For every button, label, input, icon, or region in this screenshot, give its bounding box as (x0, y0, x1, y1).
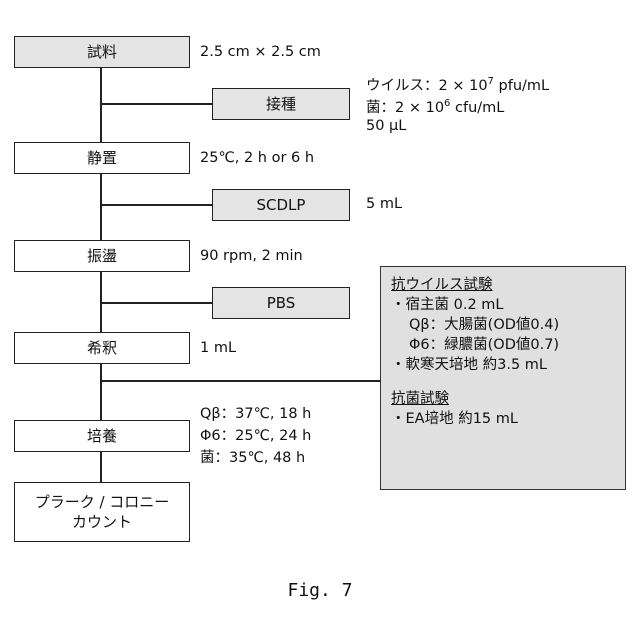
step-dilute-label: 希釈 (87, 338, 117, 358)
note-inoculum-volume: 50 μL (366, 116, 406, 136)
step-count-label-2: カウント (72, 512, 132, 532)
note-culture-phi6: Φ6：25℃, 24 h (200, 426, 311, 446)
note-shake-conditions: 90 rpm, 2 min (200, 246, 303, 266)
antiviral-item-phi6: Φ6：緑膿菌(OD値0.7) (391, 335, 615, 355)
step-shake-label: 振盪 (87, 246, 117, 266)
note-sample-size: 2.5 cm × 2.5 cm (200, 42, 321, 62)
step-count-box: プラーク / コロニー カウント (14, 482, 190, 542)
reagent-inoculate-box: 接種 (212, 88, 350, 120)
reagent-scdlp-box: SCDLP (212, 189, 350, 221)
step-count-label-1: プラーク / コロニー (35, 492, 170, 512)
antiviral-item-host: ・宿主菌 0.2 mL (391, 295, 615, 315)
antibacterial-test-title: 抗菌試験 (391, 389, 615, 409)
figure-caption: Fig. 7 (0, 580, 640, 601)
connector-pbs (100, 302, 212, 304)
antibacterial-item-medium: ・EA培地 約15 mL (391, 409, 615, 429)
note-bacteria-conc: 菌：2 × 106 cfu/mL (366, 94, 504, 118)
step-stand-label: 静置 (87, 148, 117, 168)
note-virus-conc: ウイルス：2 × 107 pfu/mL (366, 72, 549, 96)
antiviral-item-qbeta: Qβ：大腸菌(OD値0.4) (391, 315, 615, 335)
note-stand-conditions: 25℃, 2 h or 6 h (200, 148, 314, 168)
step-culture-box: 培養 (14, 420, 190, 452)
note-culture-qbeta: Qβ：37℃, 18 h (200, 404, 311, 424)
note-scdlp-volume: 5 mL (366, 194, 402, 214)
antiviral-test-title: 抗ウイルス試験 (391, 275, 615, 295)
reagent-pbs-label: PBS (267, 293, 296, 313)
note-culture-bacteria: 菌：35℃, 48 h (200, 448, 305, 468)
step-sample-label: 試料 (87, 42, 117, 62)
connector-panel (100, 380, 380, 382)
reagent-scdlp-label: SCDLP (257, 195, 306, 215)
step-stand-box: 静置 (14, 142, 190, 174)
reagent-pbs-box: PBS (212, 287, 350, 319)
step-sample-box: 試料 (14, 36, 190, 68)
step-culture-label: 培養 (87, 426, 117, 446)
test-conditions-panel: 抗ウイルス試験 ・宿主菌 0.2 mL Qβ：大腸菌(OD値0.4) Φ6：緑膿… (380, 266, 626, 490)
connector-scdlp (100, 204, 212, 206)
connector-inoculate (100, 103, 212, 105)
reagent-inoculate-label: 接種 (266, 94, 296, 114)
step-shake-box: 振盪 (14, 240, 190, 272)
step-dilute-box: 希釈 (14, 332, 190, 364)
note-dilute-volume: 1 mL (200, 338, 236, 358)
antiviral-item-agar: ・軟寒天培地 約3.5 mL (391, 355, 615, 375)
